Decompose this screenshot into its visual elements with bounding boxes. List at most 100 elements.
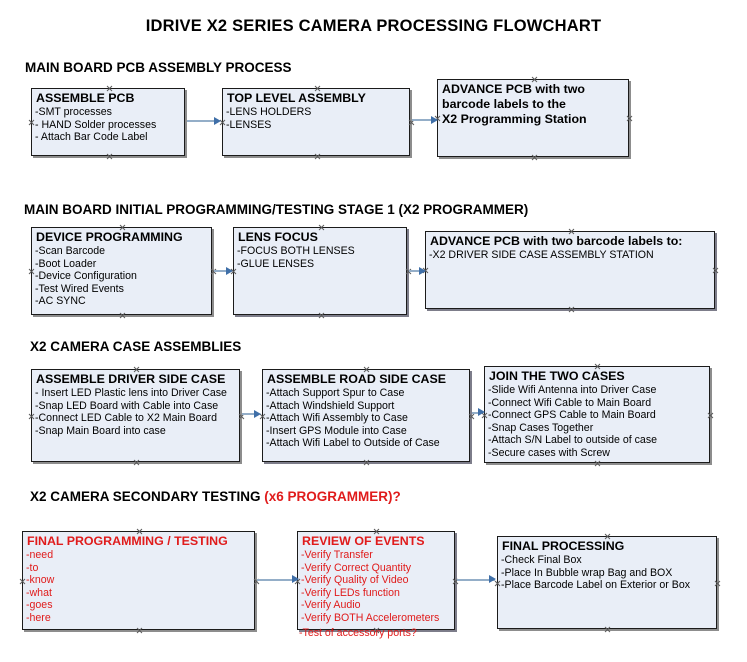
node-line: -Device Configuration [35, 270, 137, 283]
resize-handle-bottom[interactable] [531, 154, 538, 161]
section-heading-1-text: MAIN BOARD PCB ASSEMBLY PROCESS [25, 60, 292, 75]
node-title: TOP LEVEL ASSEMBLY [227, 91, 366, 105]
resize-handle-bottom[interactable] [318, 312, 325, 319]
node-title: ASSEMBLE DRIVER SIDE CASE [36, 372, 226, 386]
node-line: -SMT processes [35, 106, 112, 118]
node-line: -Test Wired Events [35, 282, 124, 295]
resize-handle-right[interactable] [468, 413, 475, 420]
node-advance-pcb-driver-side-station[interactable]: ADVANCE PCB with two barcode labels to: … [425, 231, 715, 309]
node-assemble-pcb[interactable]: ASSEMBLE PCB -SMT processes - HAND Solde… [31, 88, 185, 156]
arrowhead-3-1 [254, 410, 261, 418]
section-heading-2: MAIN BOARD INITIAL PROGRAMMING/TESTING S… [24, 202, 528, 217]
node-join-the-two-cases[interactable]: JOIN THE TWO CASES -Slide Wifi Antenna i… [484, 366, 710, 463]
resize-handle-bottom[interactable] [314, 153, 321, 160]
connector-4-2 [457, 579, 495, 581]
arrowhead-4-1 [292, 575, 299, 583]
connector-3-1 [242, 413, 256, 415]
node-line: -Verify Audio [301, 599, 361, 612]
resize-handle-bottom[interactable] [119, 312, 126, 319]
connector-1-1 [187, 120, 216, 122]
node-line: -Attach Windshield Support [266, 399, 395, 412]
node-title: DEVICE PROGRAMMING [36, 230, 183, 244]
node-line: -Verify Quality of Video [301, 574, 409, 587]
resize-handle-bottom[interactable] [136, 627, 143, 634]
connector-4-1 [257, 579, 297, 581]
node-review-of-events[interactable]: REVIEW OF EVENTS -Verify Transfer -Verif… [297, 531, 455, 630]
node-title: ADVANCE PCB with two [442, 82, 585, 96]
node-line: -what [26, 586, 52, 599]
node-line: -Insert GPS Module into Case [266, 424, 407, 437]
node-title: LENS FOCUS [238, 230, 318, 244]
connector-1-2 [412, 119, 433, 121]
resize-handle-bottom[interactable] [568, 306, 575, 313]
node-line: - Attach Bar Code Label [35, 131, 148, 144]
section-heading-3: X2 CAMERA CASE ASSEMBLIES [30, 339, 241, 354]
section-heading-2-text: MAIN BOARD INITIAL PROGRAMMING/TESTING S… [24, 202, 529, 217]
resize-handle-bottom[interactable] [363, 459, 370, 466]
node-line: -GLUE LENSES [237, 257, 315, 270]
node-line-overflow: -Test of accessory ports? [299, 627, 417, 639]
resize-handle-right[interactable] [712, 267, 719, 274]
arrowhead-4-2 [489, 575, 496, 583]
section-heading-4-text: X2 CAMERA SECONDARY TESTING [30, 489, 265, 504]
node-lines: -SMT processes - HAND Solder processes -… [32, 106, 184, 144]
node-line: -LENS HOLDERS [226, 106, 312, 118]
node-lines: - Insert LED Plastic lens into Driver Ca… [32, 387, 239, 437]
node-title: ASSEMBLE ROAD SIDE CASE [267, 372, 446, 386]
node-line: -Slide Wifi Antenna into Driver Case [488, 384, 657, 396]
node-title-line2: barcode labels to the [442, 97, 566, 111]
resize-handle-bottom[interactable] [106, 153, 113, 160]
resize-handle-bottom[interactable] [594, 460, 601, 467]
node-line: -Place Barcode Label on Exterior or Box [501, 579, 691, 592]
section-heading-3-text: X2 CAMERA CASE ASSEMBLIES [30, 339, 242, 354]
node-assemble-road-side-case[interactable]: ASSEMBLE ROAD SIDE CASE -Attach Support … [262, 369, 470, 462]
node-line: -Verify Correct Quantity [301, 561, 412, 574]
node-title: ASSEMBLE PCB [36, 91, 135, 105]
node-line: -Snap Cases Together [488, 421, 594, 434]
node-line: -Place In Bubble wrap Bag and BOX [501, 566, 673, 579]
node-line: - Insert LED Plastic lens into Driver Ca… [35, 387, 227, 399]
node-line: -goes [26, 599, 53, 612]
section-heading-4-accent: (x6 PROGRAMMER)? [264, 489, 401, 504]
node-line: -know [26, 574, 55, 587]
node-assemble-driver-side-case[interactable]: ASSEMBLE DRIVER SIDE CASE - Insert LED P… [31, 369, 240, 462]
node-line: -Attach S/N Label to outside of case [488, 434, 658, 447]
arrowhead-2-2 [419, 267, 426, 275]
node-final-programming-testing[interactable]: FINAL PROGRAMMING / TESTING -need -to -k… [22, 531, 255, 630]
node-line: -Connect LED Cable to X2 Main Board [35, 412, 217, 425]
node-line: -AC SYNC [35, 295, 86, 308]
node-top-level-assembly[interactable]: TOP LEVEL ASSEMBLY -LENS HOLDERS -LENSES [222, 88, 410, 156]
node-line: -Verify Transfer [301, 549, 373, 561]
node-lens-focus[interactable]: LENS FOCUS -FOCUS BOTH LENSES -GLUE LENS… [233, 227, 407, 315]
node-line: -Verify BOTH Accelerometers [301, 611, 440, 624]
node-line: -need [26, 549, 54, 561]
node-lines: -Verify Transfer -Verify Correct Quantit… [298, 549, 454, 625]
node-line: -to [26, 561, 39, 574]
node-lines: -Attach Support Spur to Case -Attach Win… [263, 387, 469, 450]
node-lines: -LENS HOLDERS -LENSES [223, 106, 409, 131]
connector-2-1 [214, 270, 228, 272]
arrowhead-1-2 [431, 116, 438, 124]
connector-2-2 [409, 270, 423, 272]
node-line: -Attach Support Spur to Case [266, 387, 405, 399]
node-device-programming[interactable]: DEVICE PROGRAMMING -Scan Barcode -Boot L… [31, 227, 212, 315]
connector-3-2 [472, 412, 480, 414]
node-line: -Snap LED Board with Cable into Case [35, 399, 219, 412]
arrowhead-3-2 [478, 408, 485, 416]
node-line: - HAND Solder processes [35, 118, 157, 131]
node-line: -Check Final Box [501, 554, 582, 566]
node-line: -Verify LEDs function [301, 586, 400, 599]
node-line: -FOCUS BOTH LENSES [237, 245, 355, 257]
node-final-processing[interactable]: FINAL PROCESSING -Check Final Box -Place… [497, 536, 717, 629]
resize-handle-bottom[interactable] [604, 626, 611, 633]
arrowhead-2-1 [226, 267, 233, 275]
node-title-line3: X2 Programming Station [442, 112, 587, 126]
node-title: JOIN THE TWO CASES [489, 369, 625, 383]
resize-handle-bottom[interactable] [133, 459, 140, 466]
node-lines: -FOCUS BOTH LENSES -GLUE LENSES [234, 245, 406, 270]
page-title: IDRIVE X2 SERIES CAMERA PROCESSING FLOWC… [145, 17, 602, 35]
node-lines: -Slide Wifi Antenna into Driver Case -Co… [485, 384, 709, 460]
node-line: -X2 DRIVER SIDE CASE ASSEMBLY STATION [429, 249, 654, 261]
node-advance-pcb-programming-station[interactable]: ADVANCE PCB with two barcode labels to t… [437, 79, 629, 157]
